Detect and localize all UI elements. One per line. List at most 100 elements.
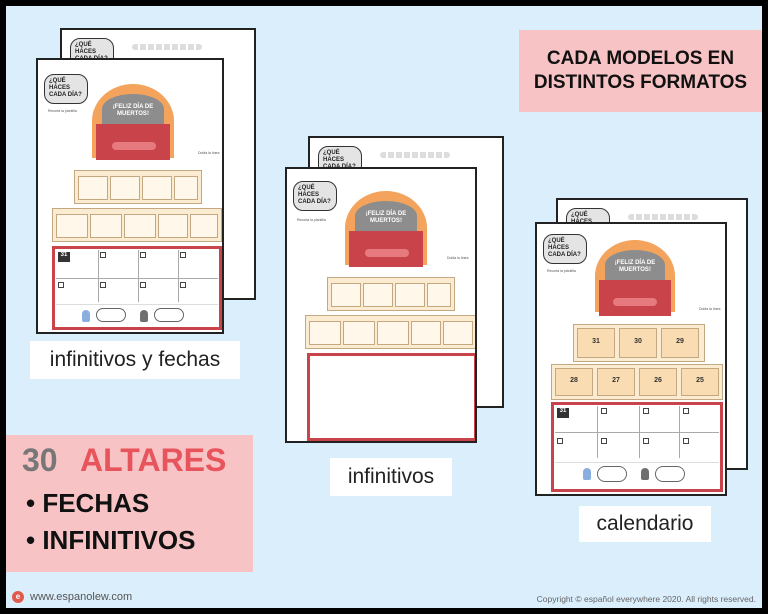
calendar-cell [619,328,657,358]
house-title: ¡FELIZ DÍA DE MUERTOS! [365,211,407,224]
speech-bubble [597,466,627,482]
checkbox [683,408,689,414]
student-figure [641,468,649,480]
tier-cell [78,176,108,200]
tier-cell [411,321,441,345]
arch-inner [102,94,164,124]
website-text: www.espanolew.com [30,591,133,603]
tier-cell [377,321,409,345]
calendar-date: 25 [696,377,704,384]
grid-divider [138,250,139,302]
worksheet-left-front: ¿QUÉ HACES CADA DÍA? Recorta la plantill… [36,58,224,334]
grid-divider [178,250,179,302]
promo-bullet-1: • FECHAS [26,488,149,519]
checkbox [557,438,563,444]
checkbox [601,438,607,444]
caption-cut: Recorta la plantilla [297,218,326,222]
calendar-date: 30 [634,338,642,345]
tier-cell [427,283,451,307]
grid-divider [679,406,680,458]
calendar-cell [555,368,593,396]
promo-title: ALTARES [80,442,227,478]
footer-copyright: Copyright © español everywhere 2020. All… [536,594,756,604]
caption-fold: Dobla la línea [447,256,469,260]
tier-cell [443,321,473,345]
espanolew-logo-icon: e [12,591,24,603]
flower-border [628,214,698,220]
caption-cut: Recorta la plantilla [547,269,576,273]
caption-cut: Recorta la plantilla [48,109,77,113]
tier-cell [343,321,375,345]
checkbox [100,252,106,258]
worksheet-middle-front: ¿QUÉ HACES CADA DÍA? Recorta la plantill… [285,167,477,443]
house-subtitle [613,298,657,306]
grid-divider [56,278,218,279]
speech-bubble [96,308,126,322]
speech-bubble [655,466,685,482]
promo-canvas: CADA MODELOS EN DISTINTOS FORMATOS ¿QUÉ … [6,6,762,608]
checkbox [683,438,689,444]
student-figure [82,310,90,322]
checkbox [58,282,64,288]
calendar-date: 27 [612,377,620,384]
format-label-2: infinitivos [330,458,452,496]
tier-cell [309,321,341,345]
characters-strip [56,304,218,326]
grid-divider [639,406,640,458]
bullet-text: INFINITIVOS [42,525,196,555]
checkbox [140,252,146,258]
house-title: ¡FELIZ DÍA DE MUERTOS! [112,104,154,117]
flower-border [380,152,450,158]
tier-cell [56,214,88,238]
characters-strip [555,462,719,488]
bullet-text: FECHAS [42,488,150,518]
tier-cell [110,176,140,200]
checkbox [100,282,106,288]
format-label-3: calendario [579,506,711,542]
tier-cell [142,176,172,200]
tier-cell [331,283,361,307]
format-label-1: infinitivos y fechas [30,341,240,379]
activity-panel-blank [307,353,475,441]
grid-divider [597,406,598,458]
caption-fold: Dobla la línea [198,151,220,155]
calendar-cell [639,368,677,396]
arch-inner [605,250,665,280]
format-label-2-text: infinitivos [347,465,435,488]
tier-cell [90,214,122,238]
tier-cell [174,176,198,200]
tier-cell [158,214,188,238]
flower-border [132,44,202,50]
speech-bubble [154,308,184,322]
grid-divider [555,432,719,433]
checkbox [180,252,186,258]
question-bubble: ¿QUÉ HACES CADA DÍA? [44,74,88,104]
promo-count: 30 [22,442,58,478]
tier-cell [124,214,156,238]
calendar-date: 26 [654,377,662,384]
calendar-date: 28 [570,377,578,384]
format-label-3-text: calendario [596,512,694,535]
question-bubble: ¿QUÉ HACES CADA DÍA? [293,181,337,211]
calendar-date: 29 [676,338,684,345]
promo-bullet-2: • INFINITIVOS [26,525,195,556]
calendar-cell [661,328,699,358]
checkbox [601,408,607,414]
tier-cell [395,283,425,307]
house-title: ¡FELIZ DÍA DE MUERTOS! [614,260,656,273]
checkbox [643,408,649,414]
question-bubble: ¿QUÉ HACES CADA DÍA? [543,234,587,264]
date-badge: 31 [58,252,70,262]
calendar-date: 31 [592,338,600,345]
student-figure [140,310,148,322]
arch-inner [355,201,417,231]
house-subtitle [112,142,156,150]
bullet-dot: • [26,525,43,555]
promo-box [6,435,253,572]
student-figure [583,468,591,480]
grid-divider [98,250,99,302]
checkbox [643,438,649,444]
calendar-cell [597,368,635,396]
checkbox [140,282,146,288]
